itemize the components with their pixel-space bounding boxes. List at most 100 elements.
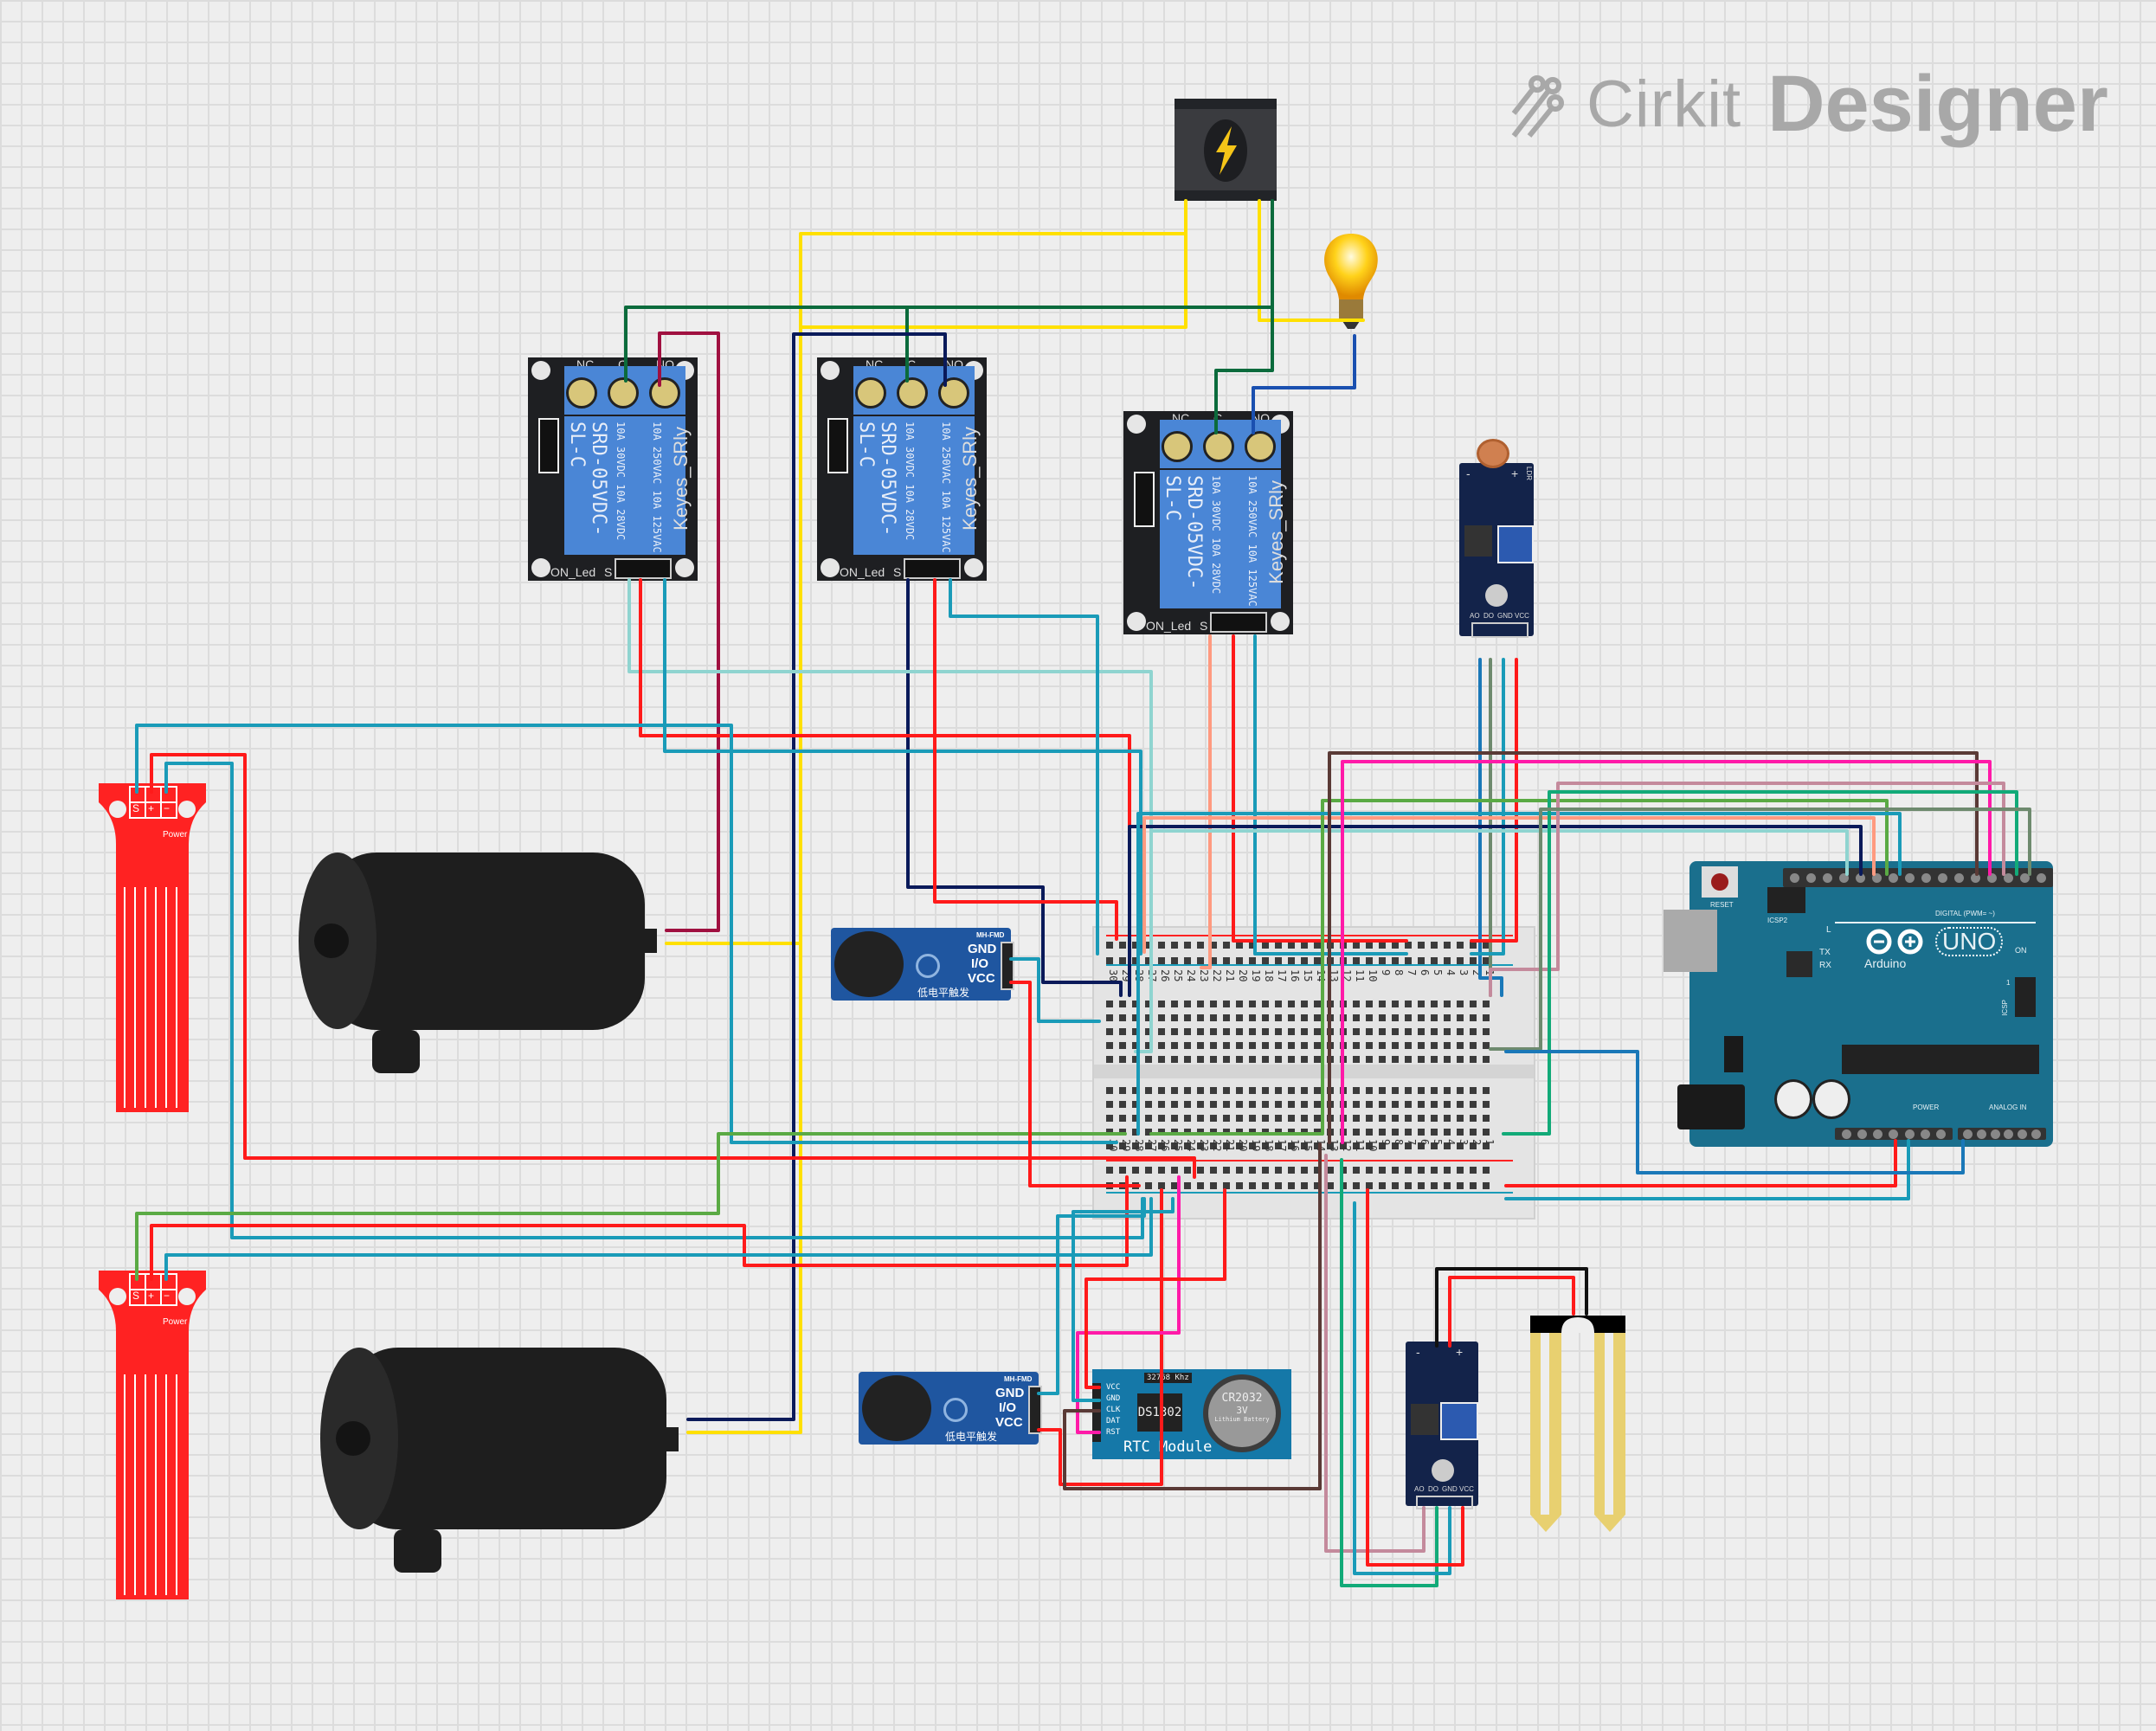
breadboard-hole[interactable]	[1379, 957, 1386, 964]
breadboard-hole[interactable]	[1210, 1014, 1217, 1021]
buzzer-module-1[interactable]: MH-FMD GND I/O VCC 低电平触发	[831, 928, 1014, 1001]
breadboard-hole[interactable]	[1158, 1182, 1165, 1189]
breadboard-hole[interactable]	[1132, 1001, 1139, 1007]
wire[interactable]	[1149, 829, 1849, 954]
potentiometer[interactable]	[1497, 525, 1534, 563]
water-level-sensor-1[interactable]: S + − Power	[99, 783, 206, 1112]
pin-aref[interactable]	[1790, 872, 1799, 883]
breadboard-hole[interactable]	[1210, 1167, 1217, 1174]
breadboard-hole[interactable]	[1353, 942, 1360, 949]
breadboard-hole[interactable]	[1132, 1056, 1139, 1063]
breadboard-hole[interactable]	[1132, 1101, 1139, 1108]
breadboard-hole[interactable]	[1210, 1101, 1217, 1108]
breadboard-hole[interactable]	[1275, 1167, 1282, 1174]
pin-a5[interactable]	[2031, 1129, 2041, 1139]
wire[interactable]	[1328, 751, 1979, 1144]
breadboard-hole[interactable]	[1288, 1142, 1295, 1149]
ldr-sensor-module[interactable]: - + LDR AO DO GND VCC	[1459, 439, 1534, 638]
wire[interactable]	[949, 578, 1099, 956]
breadboard-hole[interactable]	[1366, 1129, 1373, 1136]
breadboard-hole[interactable]	[1457, 1087, 1464, 1094]
wire[interactable]	[1258, 199, 1365, 322]
wire[interactable]	[799, 199, 1187, 329]
breadboard-hole[interactable]	[1223, 957, 1230, 964]
wire[interactable]	[665, 232, 1187, 945]
breadboard-hole[interactable]	[1483, 1042, 1490, 1049]
buzzer-pin-header[interactable]	[1001, 942, 1014, 990]
breadboard-hole[interactable]	[1418, 1115, 1425, 1122]
breadboard-hole[interactable]	[1405, 1087, 1412, 1094]
pin-3[interactable]	[1987, 872, 1997, 883]
breadboard-hole[interactable]	[1405, 957, 1412, 964]
digital-pin-header[interactable]	[1783, 868, 2053, 887]
breadboard-hole[interactable]	[1444, 1182, 1451, 1189]
pin-8[interactable]	[1905, 872, 1915, 883]
breadboard-hole[interactable]	[1301, 1014, 1308, 1021]
breadboard-hole[interactable]	[1145, 1115, 1152, 1122]
breadboard-hole[interactable]	[1379, 1056, 1386, 1063]
breadboard-hole[interactable]	[1171, 1115, 1178, 1122]
breadboard-hole[interactable]	[1223, 1042, 1230, 1049]
breadboard-hole[interactable]	[1444, 1014, 1451, 1021]
breadboard-hole[interactable]	[1379, 1001, 1386, 1007]
breadboard-hole[interactable]	[1327, 1142, 1334, 1149]
breadboard-hole[interactable]	[1470, 1042, 1477, 1049]
breadboard-hole[interactable]	[1366, 942, 1373, 949]
breadboard-hole[interactable]	[1301, 1042, 1308, 1049]
breadboard-hole[interactable]	[1444, 1129, 1451, 1136]
breadboard-hole[interactable]	[1210, 1087, 1217, 1094]
wire[interactable]	[1136, 812, 1902, 1136]
wire[interactable]	[1341, 760, 1992, 1144]
breadboard-hole[interactable]	[1418, 1101, 1425, 1108]
breadboard-hole[interactable]	[1457, 1129, 1464, 1136]
breadboard-hole[interactable]	[1314, 942, 1321, 949]
breadboard-hole[interactable]	[1470, 1028, 1477, 1035]
breadboard-hole[interactable]	[1392, 1056, 1399, 1063]
breadboard-hole[interactable]	[1314, 1056, 1321, 1063]
breadboard-hole[interactable]	[1470, 1115, 1477, 1122]
pin-a4[interactable]	[2017, 1129, 2027, 1139]
breadboard-hole[interactable]	[1405, 1056, 1412, 1063]
breadboard-hole[interactable]	[1119, 1014, 1126, 1021]
wire[interactable]	[1063, 1142, 1322, 1490]
wire[interactable]	[1037, 1188, 1163, 1486]
breadboard-hole[interactable]	[1210, 1142, 1217, 1149]
pin-6[interactable]	[1938, 872, 1947, 883]
wire[interactable]	[1470, 658, 1505, 956]
breadboard-hole[interactable]	[1262, 1056, 1269, 1063]
breadboard-hole[interactable]	[1223, 1028, 1230, 1035]
wire[interactable]	[663, 578, 1142, 956]
breadboard-hole[interactable]	[1145, 1001, 1152, 1007]
pin-reset[interactable]	[1857, 1129, 1867, 1139]
breadboard-hole[interactable]	[1197, 1167, 1204, 1174]
breadboard-hole[interactable]	[1366, 1101, 1373, 1108]
pin-9[interactable]	[1889, 872, 1898, 883]
wire[interactable]	[150, 1175, 1129, 1281]
breadboard-hole[interactable]	[1444, 1087, 1451, 1094]
breadboard-hole[interactable]	[1171, 1028, 1178, 1035]
soil-pin-header[interactable]	[1416, 1496, 1473, 1509]
breadboard-hole[interactable]	[1171, 1167, 1178, 1174]
breadboard-hole[interactable]	[1236, 1001, 1243, 1007]
wire[interactable]	[164, 762, 1144, 1239]
breadboard-hole[interactable]	[1249, 1042, 1256, 1049]
breadboard-hole[interactable]	[1379, 1028, 1386, 1035]
breadboard-hole[interactable]	[1483, 1028, 1490, 1035]
relay-module-1[interactable]: NC C NO SRD-05VDC-SL-C 10A 30VDC 10A 28V…	[528, 357, 698, 581]
breadboard-hole[interactable]	[1457, 957, 1464, 964]
breadboard-hole[interactable]	[1470, 957, 1477, 964]
breadboard-hole[interactable]	[1184, 1182, 1191, 1189]
breadboard-hole[interactable]	[1353, 1056, 1360, 1063]
breadboard-hole[interactable]	[1444, 1001, 1451, 1007]
breadboard-hole[interactable]	[1249, 1028, 1256, 1035]
breadboard-hole[interactable]	[1158, 1142, 1165, 1149]
breadboard-hole[interactable]	[1184, 1115, 1191, 1122]
breadboard-hole[interactable]	[1184, 957, 1191, 964]
breadboard-hole[interactable]	[1314, 1167, 1321, 1174]
breadboard-hole[interactable]	[1431, 1014, 1438, 1021]
breadboard-hole[interactable]	[1236, 1087, 1243, 1094]
breadboard-hole[interactable]	[1275, 1014, 1282, 1021]
breadboard-hole[interactable]	[1405, 1129, 1412, 1136]
breadboard-hole[interactable]	[1106, 1056, 1113, 1063]
breadboard-hole[interactable]	[1132, 1014, 1139, 1021]
